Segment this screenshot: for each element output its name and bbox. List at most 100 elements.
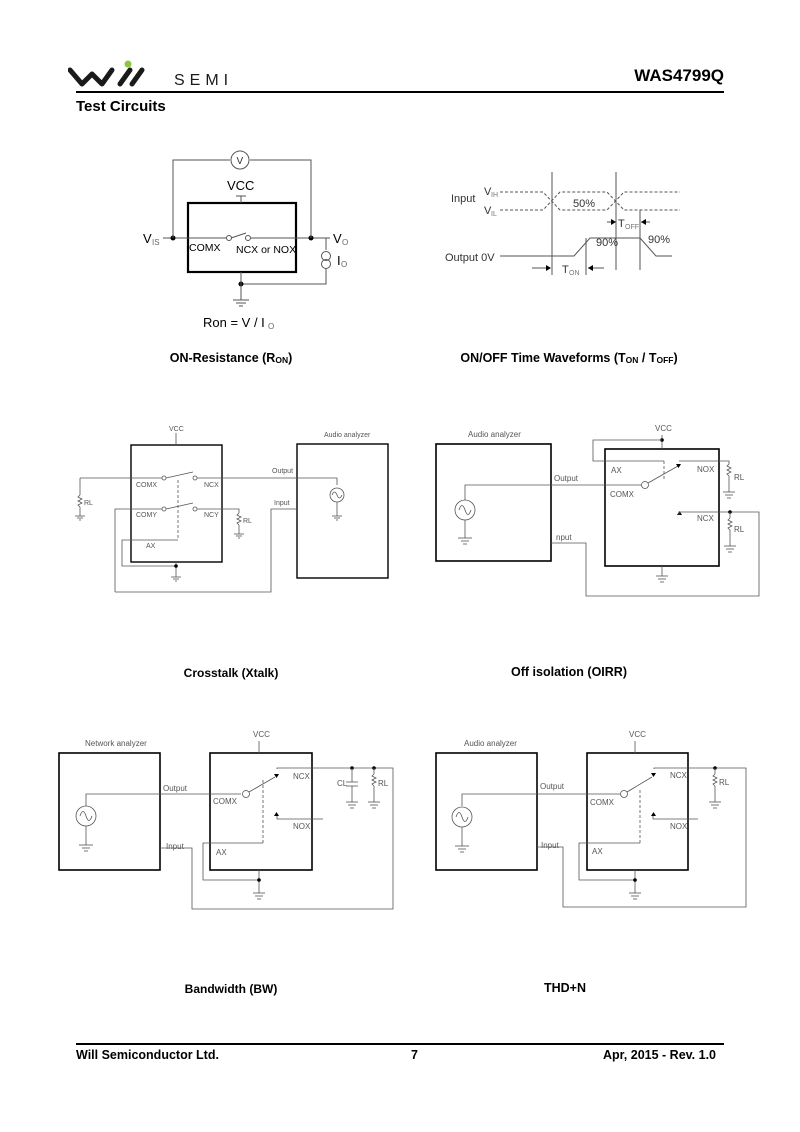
header-rule	[76, 91, 724, 93]
ground-icon	[455, 845, 469, 853]
circuit-label: Audio analyzer	[468, 430, 521, 439]
ground-icon	[332, 515, 342, 521]
circuit-label: 90%	[596, 237, 618, 249]
circuit-label: IL	[491, 211, 497, 218]
circuit-label: COMY	[136, 512, 157, 519]
circuit-label: V	[143, 231, 152, 246]
ground-icon	[458, 537, 472, 545]
ground-icon	[79, 844, 93, 852]
circuit-label: AX	[146, 543, 156, 550]
footer-rule	[76, 1043, 724, 1045]
logo-slash-1	[117, 67, 133, 87]
ic-box	[209, 752, 313, 871]
ground-icon	[253, 892, 265, 900]
analyzer-box	[435, 443, 552, 562]
circuit-label: 90%	[648, 234, 670, 246]
circuit-label: Output	[554, 474, 579, 483]
ground-icon	[724, 545, 736, 553]
ground-icon	[629, 892, 641, 900]
circuit-label: RL	[378, 779, 389, 788]
circuit-label: O	[268, 322, 274, 331]
diagram-bandwidth: Network analyzer VCC CL RL NCX NOX Outpu…	[58, 730, 394, 910]
logo-text: SEMI	[174, 72, 233, 89]
circuit-label: AX	[611, 466, 622, 475]
ground-icon	[346, 801, 358, 809]
footer-company: Will Semiconductor Ltd.	[76, 1048, 219, 1062]
circuit-label: V	[237, 156, 244, 167]
circuit-label: 50%	[573, 198, 595, 210]
section-title: Test Circuits	[76, 98, 166, 115]
circuit-label: CL	[337, 779, 348, 788]
circuit-label: NOX	[670, 822, 688, 831]
vcc-label: VCC	[227, 178, 254, 193]
circuit-label: RL	[734, 525, 745, 534]
circuit-label: Audio analyzer	[464, 739, 517, 748]
circuit-label: RL	[84, 500, 93, 507]
switch-node-com	[226, 235, 232, 241]
diagram-crosstalk: VCC Audio analyzer RL Output COMX NCX RL…	[75, 426, 389, 593]
circuit-label: NCX	[697, 514, 715, 523]
circuit-label: Input	[451, 193, 475, 205]
circuit-label: IS	[152, 238, 160, 247]
circuit-label: NOX	[697, 465, 715, 474]
caption-crosstalk: Crosstalk (Xtalk)	[183, 666, 279, 680]
circuit-label: Input	[166, 842, 185, 851]
circuit-label: Output	[272, 468, 293, 475]
circuit-label: NCX	[670, 771, 688, 780]
circuit-label: RL	[734, 473, 745, 482]
circuit-label: I	[337, 253, 341, 268]
caption-on-resistance: ON-Resistance (RON)	[169, 351, 293, 365]
switch-node-nc	[245, 235, 251, 241]
circuit-label: Output	[163, 784, 188, 793]
circuit-label: COMX	[213, 797, 238, 806]
circuit-label: AX	[592, 847, 603, 856]
logo-w-mark	[68, 67, 115, 87]
circuit-label: COMX	[136, 482, 157, 489]
caption-timing-waveforms: ON/OFF Time Waveforms (TON / TOFF)	[460, 351, 678, 365]
diagram-on-resistance: V VCC V IS COMX NCX or NOX V O I O Ron =…	[143, 150, 348, 331]
circuit-label: NCX	[293, 772, 311, 781]
circuit-label: COMX	[590, 798, 615, 807]
analyzer-box	[435, 752, 538, 871]
current-source-icon	[321, 251, 331, 261]
analyzer-box	[296, 443, 389, 579]
ground-icon	[723, 491, 735, 499]
circuit-label: AX	[216, 848, 227, 857]
circuit-label: Input	[541, 841, 560, 850]
circuit-label: VCC	[253, 730, 270, 739]
caption-off-isolation: Off isolation (OIRR)	[511, 665, 627, 679]
ic-box	[586, 752, 689, 871]
footer-page-number: 7	[411, 1048, 418, 1062]
circuit-label: VCC	[169, 426, 184, 433]
circuit-label: NCX	[204, 482, 219, 489]
ground-icon	[171, 576, 181, 582]
circuit-label: V	[333, 231, 342, 246]
circuit-label: Output 0V	[445, 252, 495, 264]
circuit-label: O	[341, 260, 347, 269]
circuit-label: IH	[491, 192, 498, 199]
caption-thd-n: THD+N	[543, 981, 587, 995]
logo-slash-2	[129, 67, 145, 87]
circuit-label: NCX or NOX	[236, 244, 296, 256]
logo-dot	[124, 60, 132, 68]
circuit-label: O	[342, 238, 348, 247]
circuit-label: VCC	[629, 730, 646, 739]
circuit-label: nput	[556, 533, 572, 542]
voltmeter-icon	[230, 150, 250, 170]
ground-icon	[368, 801, 380, 809]
analyzer-box	[58, 752, 161, 871]
circuit-label: Audio analyzer	[324, 432, 371, 439]
circuit-label: T	[618, 218, 625, 230]
circuit-label: V	[484, 186, 492, 198]
caption-bandwidth: Bandwidth (BW)	[184, 982, 278, 996]
circuit-label: ON	[569, 270, 580, 277]
circuit-label: RL	[719, 778, 730, 787]
ic-box	[130, 444, 223, 563]
circuit-label: RL	[243, 518, 252, 525]
company-logo: SEMI	[68, 60, 233, 89]
circuit-label: V	[484, 205, 492, 217]
diagram-timing-waveforms: Input V IH V IL 50% T OFF 90% 90% Output…	[445, 172, 680, 277]
circuit-label: Input	[274, 500, 290, 507]
circuit-label: Output	[540, 782, 565, 791]
